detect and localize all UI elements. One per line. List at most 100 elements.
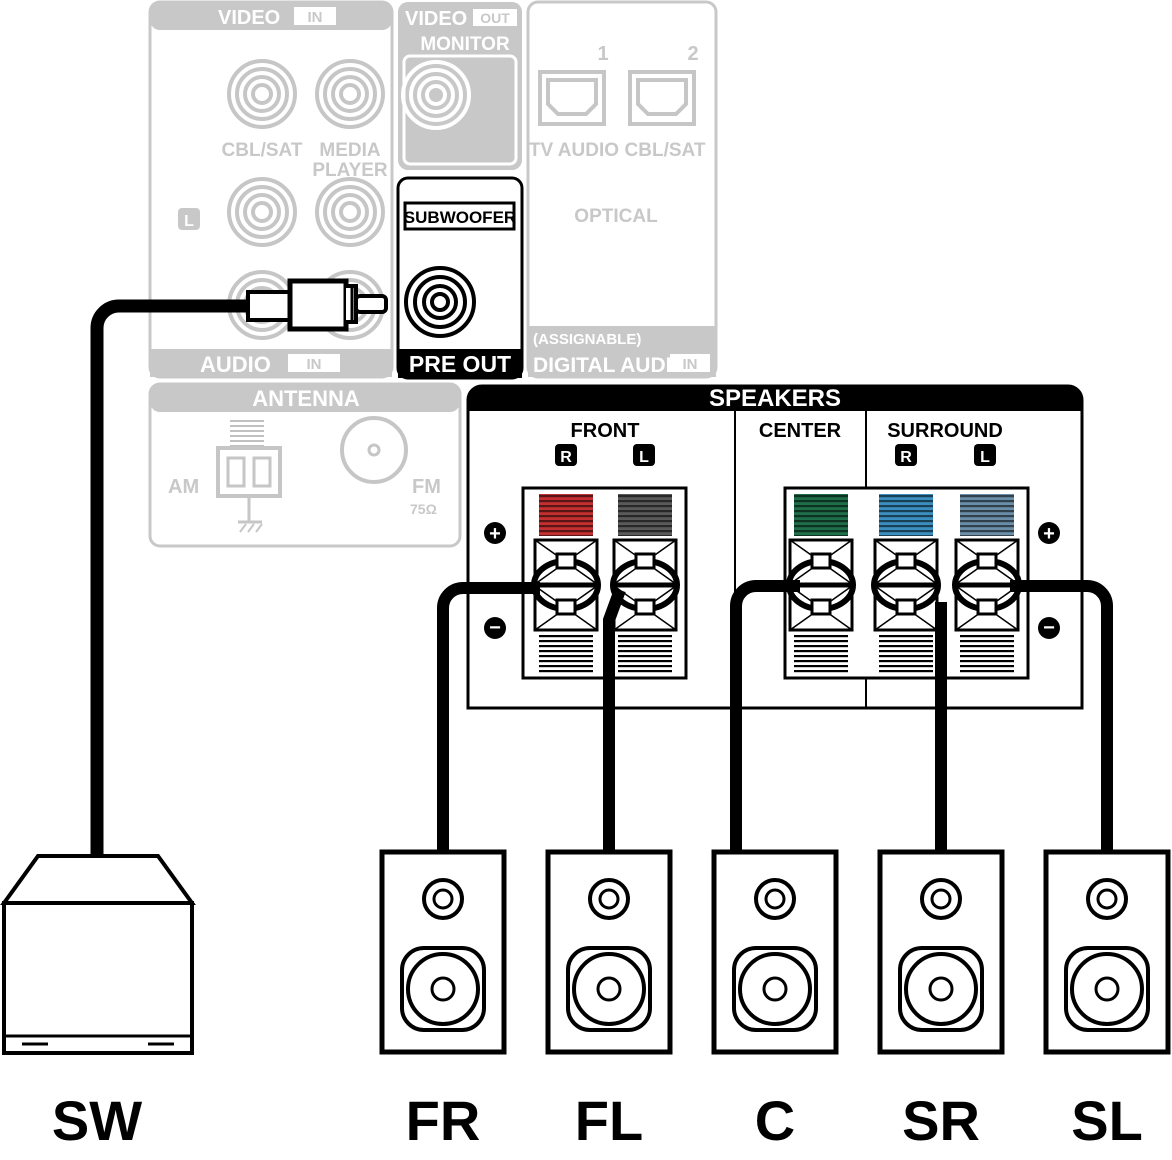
sl-label: SL xyxy=(1071,1089,1143,1152)
terminal-grill-top xyxy=(879,494,933,536)
c-label: C xyxy=(755,1089,795,1152)
tweeter-outer xyxy=(422,878,464,920)
sw-label: SW xyxy=(52,1089,142,1152)
optical-port2-number: 2 xyxy=(687,43,698,65)
woofer-dustcap xyxy=(430,976,456,1002)
video-audio-in-block: VIDEO IN CBL/SAT MEDIA PLAYER L AUDIO IN xyxy=(148,0,394,379)
minus-right: − xyxy=(1043,617,1055,639)
terminal-grill-bottom xyxy=(960,634,1014,674)
video-out-badge: OUT xyxy=(480,10,510,26)
audio-in-media-player-l-jack[interactable] xyxy=(315,177,385,247)
woofer-cone xyxy=(406,952,480,1026)
front-l-badge: L xyxy=(639,449,649,466)
woofer-frame xyxy=(400,946,486,1032)
am-antenna-terminal[interactable] xyxy=(216,418,282,533)
woofer-cone xyxy=(572,952,646,1026)
subwoofer-pre-out-jack[interactable] xyxy=(404,266,476,338)
speaker-boxes xyxy=(379,849,1171,1055)
antenna-title: ANTENNA xyxy=(252,386,360,411)
front-label: FRONT xyxy=(571,420,640,442)
optical-label: OPTICAL xyxy=(574,206,658,227)
monitor-label: MONITOR xyxy=(420,34,510,55)
woofer-frame xyxy=(1064,946,1150,1032)
fm-ohm-label: 75Ω xyxy=(410,501,437,517)
cbl-sat-label: CBL/SAT xyxy=(222,140,303,161)
terminal-surround-l[interactable] xyxy=(952,494,1022,674)
speakers-title: SPEAKERS xyxy=(709,385,841,412)
subwoofer-cable xyxy=(90,278,388,856)
video-out-title: VIDEO xyxy=(405,8,467,30)
audio-in-badge: IN xyxy=(307,356,322,373)
media-player-label-2: PLAYER xyxy=(312,160,388,181)
optical-port-tv-audio[interactable] xyxy=(538,70,606,126)
terminal-grill-bottom xyxy=(794,634,848,674)
plus-right: + xyxy=(1043,523,1055,545)
wire-tip-minus xyxy=(895,598,917,616)
speaker-cable-2 xyxy=(603,587,626,852)
fl-label: FL xyxy=(575,1089,643,1152)
antenna-block: ANTENNA AM FM 75Ω xyxy=(148,382,462,548)
terminal-surround-r[interactable] xyxy=(871,494,941,674)
sr-label: SR xyxy=(902,1089,980,1152)
center-label: CENTER xyxy=(759,420,842,442)
surround-label: SURROUND xyxy=(887,420,1003,442)
minus-left: − xyxy=(489,617,501,639)
speakers-panel: SPEAKERS FRONT CENTER SURROUND R L R L +… xyxy=(466,384,1084,710)
digital-audio-in-title: DIGITAL AUDIO xyxy=(533,354,688,377)
tweeter-inner xyxy=(764,888,786,910)
terminal-grill-bottom xyxy=(618,634,672,674)
digital-audio-in-block: 1 2 TV AUDIO CBL/SAT OPTICAL (ASSIGNABLE… xyxy=(526,0,718,379)
terminal-center[interactable] xyxy=(786,494,856,674)
wire-tip-minus xyxy=(634,598,656,616)
video-in-cbl-sat-jack[interactable] xyxy=(227,59,297,129)
tweeter-outer xyxy=(1086,878,1128,920)
tweeter-outer xyxy=(754,878,796,920)
speaker-c xyxy=(711,849,839,1055)
wire-tip-plus xyxy=(555,552,577,570)
video-in-title: VIDEO xyxy=(218,7,280,29)
video-in-badge: IN xyxy=(308,9,323,26)
wire-tip-plus xyxy=(634,552,656,570)
woofer-dustcap xyxy=(596,976,622,1002)
optical-port-cbl-sat[interactable] xyxy=(628,70,696,126)
terminal-grill-top xyxy=(960,494,1014,536)
tweeter-inner xyxy=(598,888,620,910)
woofer-cone xyxy=(904,952,978,1026)
wire-tip-plus xyxy=(976,552,998,570)
monitor-out-jack[interactable] xyxy=(401,60,471,130)
pre-out-title: PRE OUT xyxy=(409,351,511,377)
woofer-dustcap xyxy=(762,976,788,1002)
terminal-front-r[interactable] xyxy=(531,494,601,674)
audio-in-title: AUDIO xyxy=(200,352,271,377)
terminal-grill-top xyxy=(794,494,848,536)
surround-l-badge: L xyxy=(980,449,990,466)
audio-in-cbl-sat-l-jack[interactable] xyxy=(227,177,297,247)
wire-tip-minus xyxy=(976,598,998,616)
media-player-label-1: MEDIA xyxy=(319,140,381,161)
video-out-block: VIDEO OUT MONITOR xyxy=(398,2,522,170)
am-label: AM xyxy=(168,476,199,498)
tv-audio-label: TV AUDIO xyxy=(529,140,619,161)
tweeter-inner xyxy=(1096,888,1118,910)
tweeter-inner xyxy=(432,888,454,910)
optical-port1-number: 1 xyxy=(597,43,608,65)
surround-r-badge: R xyxy=(900,449,912,466)
wire-tip-minus xyxy=(555,598,577,616)
fr-label: FR xyxy=(406,1089,481,1152)
woofer-cone xyxy=(738,952,812,1026)
terminal-grill-top xyxy=(539,494,593,536)
wire-tip-plus xyxy=(810,552,832,570)
terminal-front-l[interactable] xyxy=(610,494,680,674)
wire-tip-minus xyxy=(810,598,832,616)
front-r-badge: R xyxy=(560,449,572,466)
terminal-grill-bottom xyxy=(879,634,933,674)
subwoofer-label: SUBWOOFER xyxy=(404,208,516,227)
assignable-label: (ASSIGNABLE) xyxy=(533,331,641,348)
woofer-dustcap xyxy=(928,976,954,1002)
digital-audio-in-badge: IN xyxy=(683,356,698,373)
fm-antenna-jack[interactable] xyxy=(340,416,408,484)
woofer-frame xyxy=(566,946,652,1032)
video-in-media-player-jack[interactable] xyxy=(315,59,385,129)
woofer-dustcap xyxy=(1094,976,1120,1002)
terminal-grill-top xyxy=(618,494,672,536)
